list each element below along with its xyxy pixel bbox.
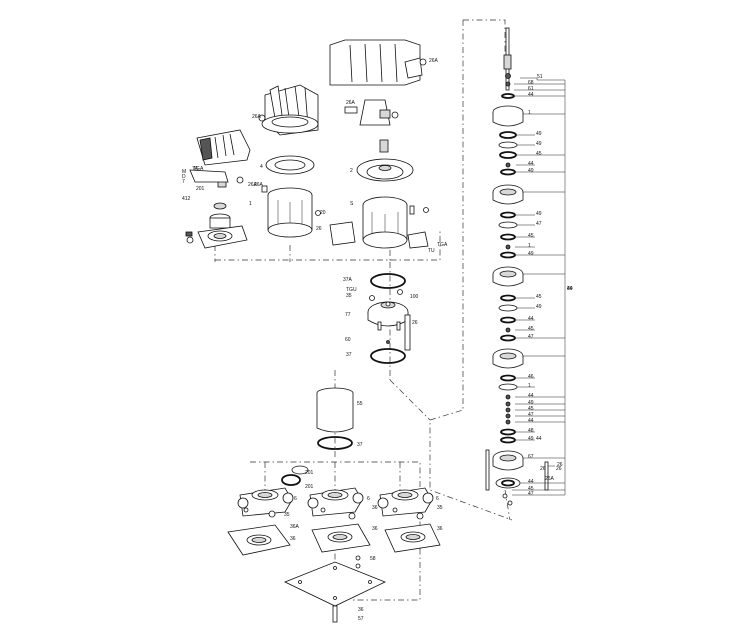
part-label: S <box>350 201 354 207</box>
part-label: 48 <box>528 428 534 434</box>
pump-sleeve <box>316 387 354 450</box>
part-label: 44 <box>528 92 534 98</box>
part-label: 35 <box>437 505 443 511</box>
part-label: 201 <box>196 186 205 192</box>
part-label: 37 <box>357 442 363 448</box>
part-label: 47 <box>528 491 534 497</box>
part-label: 80 <box>567 286 573 292</box>
large-motor-assembly <box>329 39 429 249</box>
part-label: 49 <box>536 131 542 137</box>
part-label: 26 <box>540 466 546 472</box>
part-label: 26A <box>248 182 258 188</box>
part-label: 6 <box>367 496 370 502</box>
part-label: 45 <box>528 486 534 492</box>
part-label: 26 <box>316 226 322 232</box>
pump-stack <box>485 27 549 506</box>
middle-motor-assembly <box>258 84 321 238</box>
part-label: 26 <box>557 462 563 468</box>
part-label: 26 <box>412 320 418 326</box>
part-label: 44 <box>528 393 534 399</box>
part-label: 51 <box>537 74 543 80</box>
part-label: 57 <box>358 616 364 622</box>
part-label: 47 <box>528 334 534 340</box>
part-label: 1 <box>249 201 252 207</box>
part-label: 35 <box>346 293 352 299</box>
part-label: D <box>182 174 186 180</box>
part-label: 36 <box>290 536 296 542</box>
part-label: 36 <box>358 607 364 613</box>
part-label: 1 <box>528 243 531 249</box>
part-label: 26A <box>429 58 439 64</box>
part-label: 44 <box>528 161 534 167</box>
part-label: 1 <box>528 110 531 116</box>
part-label: 44 <box>528 316 534 322</box>
part-label: 35 <box>284 512 290 518</box>
part-label: TU <box>428 248 435 254</box>
part-label: 36 <box>437 526 443 532</box>
part-label: 47 <box>536 221 542 227</box>
part-label: 201 <box>305 484 314 490</box>
base-right <box>377 487 441 553</box>
part-label: 7A <box>192 166 199 172</box>
part-label: 7 <box>182 179 185 185</box>
leader-lines <box>512 77 566 496</box>
part-label: 77 <box>345 312 351 318</box>
part-label: 45 <box>536 294 542 300</box>
part-label: 26A <box>252 114 262 120</box>
part-label: 1 <box>528 383 531 389</box>
part-label: 100 <box>410 294 419 300</box>
part-label: 55 <box>357 401 363 407</box>
base-middle <box>307 487 371 553</box>
part-label: 44 <box>567 286 573 292</box>
part-label: 44 <box>528 479 534 485</box>
part-label: 4 <box>260 164 263 170</box>
part-label: 2 <box>350 168 353 174</box>
part-label: 61 <box>528 86 534 92</box>
part-label: 44 <box>528 418 534 424</box>
pump-head-center <box>367 273 411 364</box>
part-label: 36 <box>372 526 378 532</box>
part-label: 37A <box>343 277 353 283</box>
part-label: 20 <box>320 210 326 216</box>
part-label: 36A <box>290 524 300 530</box>
part-label: TGA <box>193 166 204 172</box>
part-label: 44 <box>536 436 542 442</box>
part-label: 26A <box>254 182 264 188</box>
part-label: 45 <box>536 151 542 157</box>
part-label: 37 <box>346 352 352 358</box>
part-label: 26A <box>545 476 555 482</box>
base-left <box>227 487 294 556</box>
part-label: 49 <box>528 400 534 406</box>
part-label: 49 <box>536 304 542 310</box>
part-label: 45 <box>528 233 534 239</box>
part-label: 49 <box>528 251 534 257</box>
part-label: 6 <box>294 496 297 502</box>
part-label: 26A <box>346 100 356 106</box>
part-label: 26 <box>556 466 562 472</box>
part-label: 68 <box>528 80 534 86</box>
part-label: TGU <box>346 287 357 293</box>
part-label: 60 <box>345 337 351 343</box>
part-label: 49 <box>528 168 534 174</box>
part-label: 47 <box>528 412 534 418</box>
part-label: 49 <box>536 211 542 217</box>
part-label: 201 <box>305 470 314 476</box>
part-label: 49 <box>536 141 542 147</box>
part-label: 412 <box>182 196 191 202</box>
part-labels: 26A26A26A26ATGAMD77A412201202626A12S4TUT… <box>182 58 573 622</box>
part-label: M <box>182 169 186 175</box>
part-label: 46 <box>528 374 534 380</box>
part-label: 67 <box>528 454 534 460</box>
part-label: 58 <box>370 556 376 562</box>
small-motor-assembly <box>185 129 251 249</box>
part-label: TGA <box>437 242 448 248</box>
part-label: 45 <box>528 326 534 332</box>
part-label: 6 <box>436 496 439 502</box>
pump-bases <box>227 465 441 623</box>
part-label: 36 <box>372 505 378 511</box>
part-label: 49 <box>528 436 534 442</box>
part-label: 45 <box>528 406 534 412</box>
